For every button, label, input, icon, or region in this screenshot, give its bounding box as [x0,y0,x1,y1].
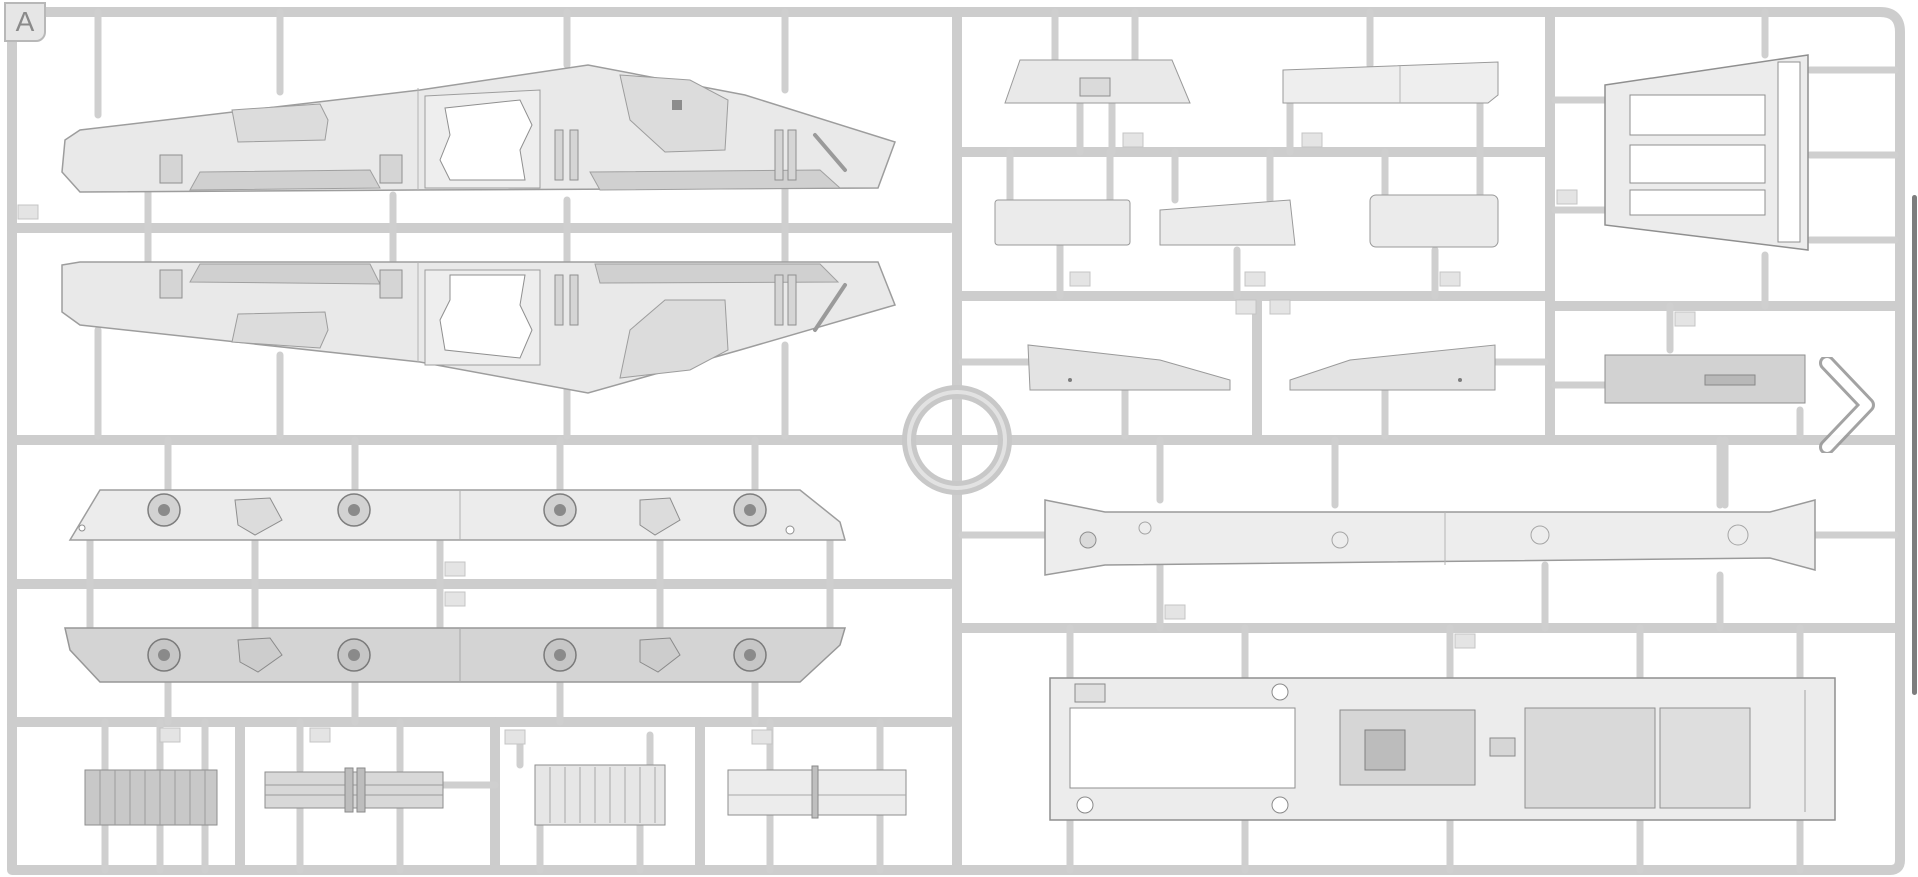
part-radiator-grille[interactable] [534,764,666,826]
part-small-panel-3[interactable] [1369,194,1499,248]
part-stowage-box[interactable] [1604,354,1806,404]
part-step-plate[interactable] [1282,61,1499,104]
part-upper-suspension-rail[interactable] [68,489,846,541]
gates [86,8,1899,874]
part-long-beam[interactable] [1044,499,1816,576]
part-left-fender-wedge[interactable] [1027,344,1231,391]
part-rear-frame[interactable] [1604,54,1809,251]
scrollbar-thumb[interactable] [1912,195,1917,695]
part-tow-bar[interactable] [264,767,444,813]
part-number-tags [17,132,1696,745]
center-ring [902,385,1012,495]
part-floor-plate[interactable] [1049,677,1836,821]
sprue-frame-letter: A [4,2,46,42]
chevron-right-icon [1819,357,1875,453]
next-sprue-button[interactable] [1812,350,1882,460]
part-small-panel-1[interactable] [994,199,1131,246]
part-flat-cover[interactable] [727,765,907,819]
part-lower-suspension-rail[interactable] [64,627,847,683]
part-ribbed-block[interactable] [84,769,218,826]
outer-runner [7,7,1905,875]
part-lower-hull-side-plate[interactable] [61,261,897,394]
part-right-fender-wedge[interactable] [1289,344,1496,391]
part-trapezoid-plate[interactable] [1004,59,1191,104]
part-small-panel-2[interactable] [1159,199,1296,246]
part-upper-hull-side-plate[interactable] [61,64,896,193]
